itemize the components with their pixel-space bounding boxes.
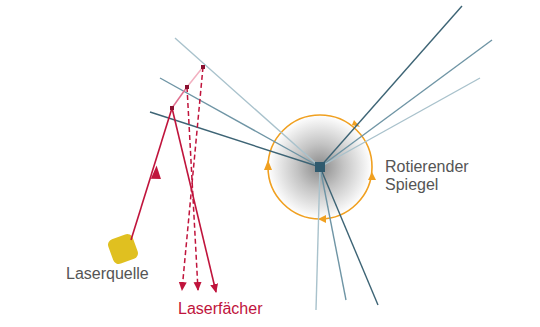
fan-label: Laserfächer [178, 300, 298, 318]
beam-segment [187, 67, 203, 87]
source-label: Laserquelle [66, 265, 176, 283]
rotation-circle [268, 115, 372, 219]
rotation-arrows [264, 120, 376, 223]
hit-points [170, 65, 205, 110]
laser-beam [131, 108, 172, 240]
reflected-rays [150, 6, 492, 310]
fan-beam [187, 87, 198, 290]
mirror-square [315, 162, 325, 172]
fan-beam [172, 108, 216, 292]
mirror-label: Rotierender Spiegel [385, 158, 485, 195]
mirror-glow [268, 115, 372, 219]
laser-source [106, 232, 139, 265]
beam-segment [172, 87, 187, 108]
beam-arrow [149, 165, 161, 181]
fan-beam [182, 67, 203, 290]
